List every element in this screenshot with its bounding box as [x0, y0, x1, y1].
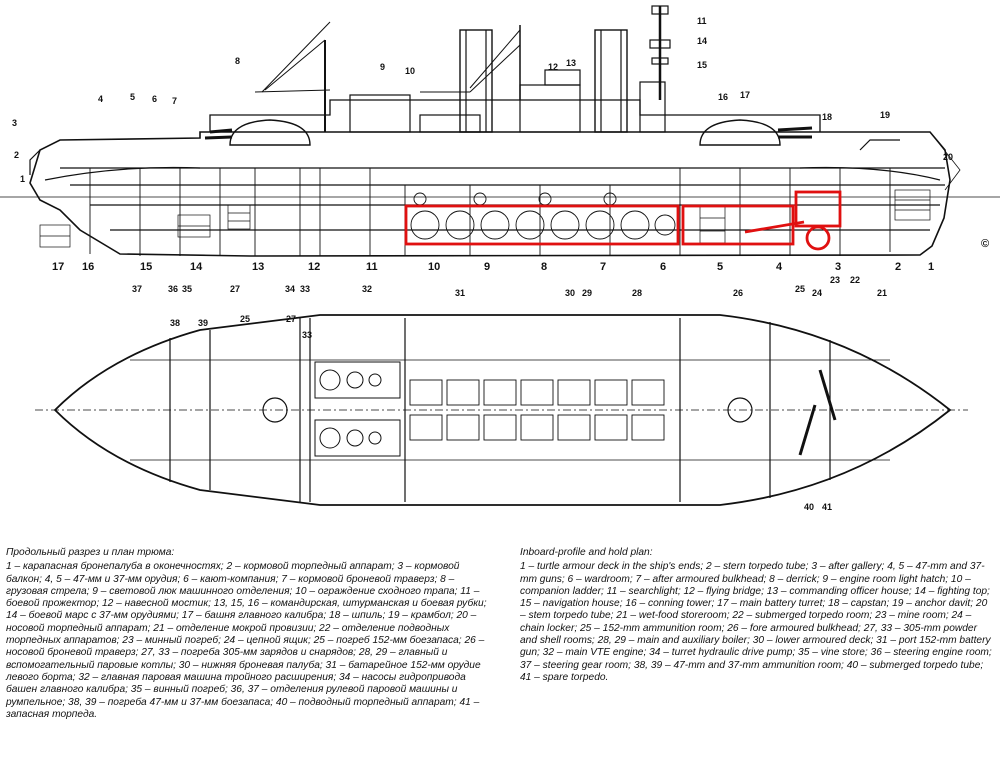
- section-number-9: 9: [484, 261, 490, 273]
- caption-english: Inboard-profile and hold plan: 1 – turtl…: [520, 547, 992, 684]
- profile-label-7: 7: [172, 96, 177, 106]
- profile-label-13: 13: [566, 58, 576, 68]
- section-number-15: 15: [140, 261, 152, 273]
- profile-label-2: 2: [14, 150, 19, 160]
- profile-label-23: 23: [830, 275, 840, 285]
- profile-label-29: 29: [582, 288, 592, 298]
- profile-label-28: 28: [632, 288, 642, 298]
- profile-label-5: 5: [130, 92, 135, 102]
- hold-plan: [35, 314, 968, 506]
- profile-label-33: 33: [300, 284, 310, 294]
- section-number-17: 17: [52, 261, 64, 273]
- profile-label-10: 10: [405, 66, 415, 76]
- caption-english-text: 1 – turtle armour deck in the ship's end…: [520, 561, 992, 683]
- plan-label-40: 40: [804, 502, 814, 512]
- highlight-submerged-tube: [805, 225, 831, 251]
- section-number-7: 7: [600, 261, 606, 273]
- profile-label-12: 12: [548, 62, 558, 72]
- profile-label-36: 36: [168, 284, 178, 294]
- section-numbers: 17 16 15 14 13 12 11 10 9 8 7 6 5 4 3 2 1: [52, 261, 934, 273]
- profile-label-27: 27: [230, 284, 240, 294]
- profile-label-35: 35: [182, 284, 192, 294]
- boilers: [410, 192, 676, 240]
- profile-label-20: 20: [943, 152, 953, 162]
- profile-label-8: 8: [235, 56, 240, 66]
- profile-label-24: 24: [812, 288, 822, 298]
- section-number-3: 3: [835, 261, 841, 273]
- section-number-12: 12: [308, 261, 320, 273]
- profile-label-1: 1: [20, 174, 25, 184]
- highlight-boxes: [404, 190, 842, 251]
- profile-label-30: 30: [565, 288, 575, 298]
- plan-label-39: 39: [198, 318, 208, 328]
- profile-label-16: 16: [718, 92, 728, 102]
- profile-label-17: 17: [740, 90, 750, 100]
- profile-label-26: 26: [733, 288, 743, 298]
- section-number-2: 2: [895, 261, 901, 273]
- section-number-11: 11: [366, 261, 378, 273]
- profile-label-3: 3: [12, 118, 17, 128]
- caption-russian-heading: Продольный разрез и план трюма:: [6, 547, 175, 558]
- fore-funnel: [594, 29, 628, 133]
- profile-label-34: 34: [285, 284, 295, 294]
- copyright-mark: ©: [981, 238, 989, 250]
- ship-diagram: 1234567891011121314151617181920212223242…: [0, 5, 1000, 512]
- profile-label-32: 32: [362, 284, 372, 294]
- profile-label-9: 9: [380, 62, 385, 72]
- plan-labels: 25 27 33 38 39 40 41: [170, 314, 832, 512]
- plan-boilers: [409, 379, 665, 441]
- plan-label-38: 38: [170, 318, 180, 328]
- hull-profile: [29, 131, 951, 257]
- profile-label-22: 22: [850, 275, 860, 285]
- highlight-fore-compartment: [681, 204, 795, 246]
- plan-label-25: 25: [240, 314, 250, 324]
- caption-russian-text: 1 – карапасная бронепалуба в оконечностя…: [6, 561, 487, 720]
- section-number-1: 1: [928, 261, 934, 273]
- section-number-4: 4: [776, 261, 783, 273]
- profile-label-14: 14: [697, 36, 707, 46]
- profile-label-37: 37: [132, 284, 142, 294]
- caption-russian: Продольный разрез и план трюма: 1 – кара…: [6, 547, 498, 721]
- profile-label-21: 21: [877, 288, 887, 298]
- profile-label-31: 31: [455, 288, 465, 298]
- section-number-8: 8: [541, 261, 547, 273]
- profile-label-6: 6: [152, 94, 157, 104]
- derricks: [254, 21, 521, 93]
- section-number-13: 13: [252, 261, 264, 273]
- plan-label-33: 33: [302, 330, 312, 340]
- profile-label-19: 19: [880, 110, 890, 120]
- aft-funnel: [459, 29, 493, 133]
- profile-label-11: 11: [697, 16, 707, 26]
- profile-label-4: 4: [98, 94, 103, 104]
- profile-label-18: 18: [822, 112, 832, 122]
- superstructure: [209, 99, 821, 132]
- caption-english-heading: Inboard-profile and hold plan:: [520, 547, 653, 558]
- plan-label-27: 27: [286, 314, 296, 324]
- section-number-16: 16: [82, 261, 94, 273]
- aft-turret: [229, 119, 311, 146]
- highlight-boiler-rooms: [404, 204, 680, 246]
- plan-label-41: 41: [822, 502, 832, 512]
- section-number-14: 14: [190, 261, 203, 273]
- plan-engines: [314, 361, 401, 457]
- profile-label-15: 15: [697, 60, 707, 70]
- section-number-10: 10: [428, 261, 440, 273]
- profile-label-25: 25: [795, 284, 805, 294]
- section-number-5: 5: [717, 261, 723, 273]
- section-number-6: 6: [660, 261, 666, 273]
